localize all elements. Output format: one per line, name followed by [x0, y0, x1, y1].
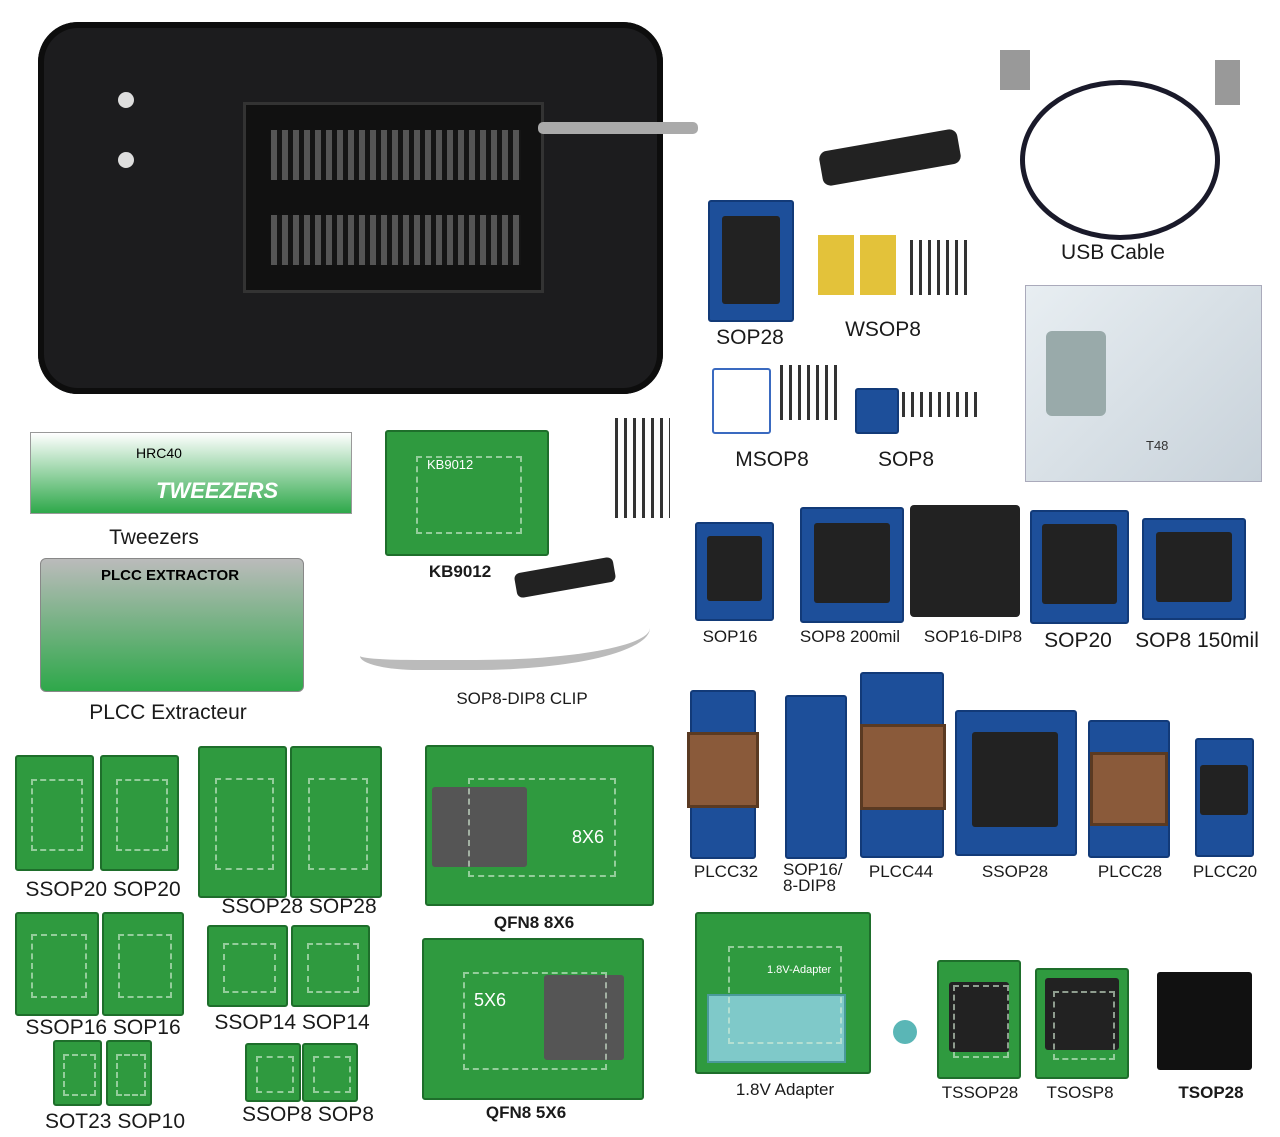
msop8-board: [712, 368, 771, 434]
label-sop8-dip8-clip: SOP8-DIP8 CLIP: [456, 689, 588, 708]
tssop28-adapter: [937, 960, 1021, 1079]
label-msop8: MSOP8: [735, 448, 809, 471]
ssop20-board: [15, 755, 94, 871]
plcc20-adapter: [1195, 738, 1254, 857]
led-indicator: [118, 92, 134, 108]
tsop28-adapter: [1157, 972, 1252, 1070]
sop8-clip: [513, 556, 617, 599]
sot23-board: [53, 1040, 102, 1106]
sop20-board: [100, 755, 179, 871]
label-tweezers: Tweezers: [109, 526, 199, 549]
label-tsop28: TSOP28: [1178, 1083, 1244, 1102]
qfn8-8x6-adapter: 8X6: [425, 745, 654, 906]
label-ssop16-sop16: SSOP16 SOP16: [25, 1016, 181, 1039]
sop16-dip8-adapter: [910, 505, 1020, 617]
sop14-board: [291, 925, 370, 1007]
label-tssop28: TSSOP28: [941, 1083, 1019, 1102]
zif-socket: [243, 102, 544, 293]
sop20-adapter: [1030, 510, 1129, 624]
ssop8-board: [245, 1043, 301, 1102]
qfn-8x6-text: 8X6: [572, 827, 605, 847]
sop16-board: [102, 912, 184, 1016]
sop16-8dip8-adapter: [785, 695, 847, 859]
box-model: T48: [1146, 438, 1169, 453]
ssop28-adapter: [955, 710, 1077, 856]
label-1-8v-adapter: 1.8V Adapter: [735, 1080, 835, 1099]
label-plcc44: PLCC44: [868, 862, 934, 881]
label-sop8-150mil: SOP8 150mil: [1135, 629, 1259, 652]
plcc28-adapter: [1088, 720, 1170, 858]
adapter-1-8v: 1.8V-Adapter: [695, 912, 871, 1074]
label-plcc-extracteur: PLCC Extracteur: [89, 701, 247, 724]
ssop28-board: [198, 746, 287, 898]
led-indicator: [118, 152, 134, 168]
programmer-device: [38, 22, 698, 394]
sop10-board: [106, 1040, 152, 1106]
plcc32-adapter: [687, 690, 759, 859]
label-sop16: SOP16: [702, 627, 758, 646]
test-clip: [818, 128, 962, 187]
label-sop8: SOP8: [877, 448, 935, 471]
header-pins: [902, 392, 977, 417]
label-sot23-sop10: SOT23 SOP10: [44, 1110, 186, 1133]
tweezers-package: HRC40 TWEEZERS: [30, 432, 352, 514]
sop16-adapter: [695, 522, 774, 621]
label-ssop28: SSOP28: [981, 862, 1049, 881]
sop8-dip8-clip-cable: [360, 600, 650, 670]
tweezers-brand: TWEEZERS: [156, 478, 279, 503]
label-plcc28: PLCC28: [1097, 862, 1163, 881]
header-pins: [780, 365, 840, 420]
adapter-board-text: 1.8V-Adapter: [767, 964, 832, 976]
kb9012-board-text: KB9012: [427, 457, 474, 472]
tsosp8-adapter: [1035, 968, 1129, 1079]
label-ssop20-sop20: SSOP20 SOP20: [25, 878, 181, 901]
product-box: T48: [1025, 285, 1262, 482]
plcc44-adapter: [860, 672, 946, 858]
plcc-extractor-text: PLCC EXTRACTOR: [101, 567, 240, 584]
label-ssop14-sop14: SSOP14 SOP14: [214, 1011, 370, 1034]
usb-plug: [1215, 60, 1240, 105]
sop28-adapter: [708, 200, 794, 322]
header-pins: [910, 240, 970, 295]
label-sop16-8dip8: SOP16/ 8-DIP8: [783, 860, 843, 895]
label-sop28: SOP28: [716, 326, 784, 349]
ssop14-board: [207, 925, 288, 1007]
label-kb9012: KB9012: [428, 562, 492, 581]
label-sop16-dip8: SOP16-DIP8: [923, 627, 1023, 646]
label-ssop28-sop28: SSOP28 SOP28: [221, 895, 377, 918]
label-wsop8: WSOP8: [845, 318, 921, 341]
sop8-150mil-adapter: [1142, 518, 1246, 620]
plcc-extractor-package: PLCC EXTRACTOR: [40, 558, 304, 692]
socket-lever: [538, 122, 698, 134]
label-plcc20: PLCC20: [1192, 862, 1258, 881]
label-sop20: SOP20: [1044, 629, 1112, 652]
sop8-200mil-adapter: [800, 507, 904, 623]
qfn8-5x6-adapter: 5X6: [422, 938, 644, 1100]
usb-cable: [1020, 80, 1220, 240]
header-pins: [615, 418, 670, 518]
adapter-lever-knob: [893, 1020, 917, 1044]
label-qfn8-5x6: QFN8 5X6: [485, 1103, 567, 1122]
label-qfn8-8x6: QFN8 8X6: [493, 913, 575, 932]
label-sop8-200mil: SOP8 200mil: [799, 627, 901, 646]
sop8-board: [855, 388, 899, 434]
qfn-5x6-text: 5X6: [474, 990, 507, 1010]
tweezers-model: HRC40: [136, 445, 182, 461]
label-plcc32: PLCC32: [693, 862, 759, 881]
wsop8-board: [818, 235, 854, 295]
ssop16-board: [15, 912, 99, 1016]
sop28-board: [290, 746, 382, 898]
sop8-board: [302, 1043, 358, 1102]
kb9012-board: KB9012: [385, 430, 549, 556]
label-ssop8-sop8: SSOP8 SOP8: [242, 1103, 374, 1126]
label-tsosp8: TSOSP8: [1046, 1083, 1114, 1102]
wsop8-board: [860, 235, 896, 295]
label-usb-cable: USB Cable: [1061, 241, 1165, 264]
usb-plug: [1000, 50, 1030, 90]
